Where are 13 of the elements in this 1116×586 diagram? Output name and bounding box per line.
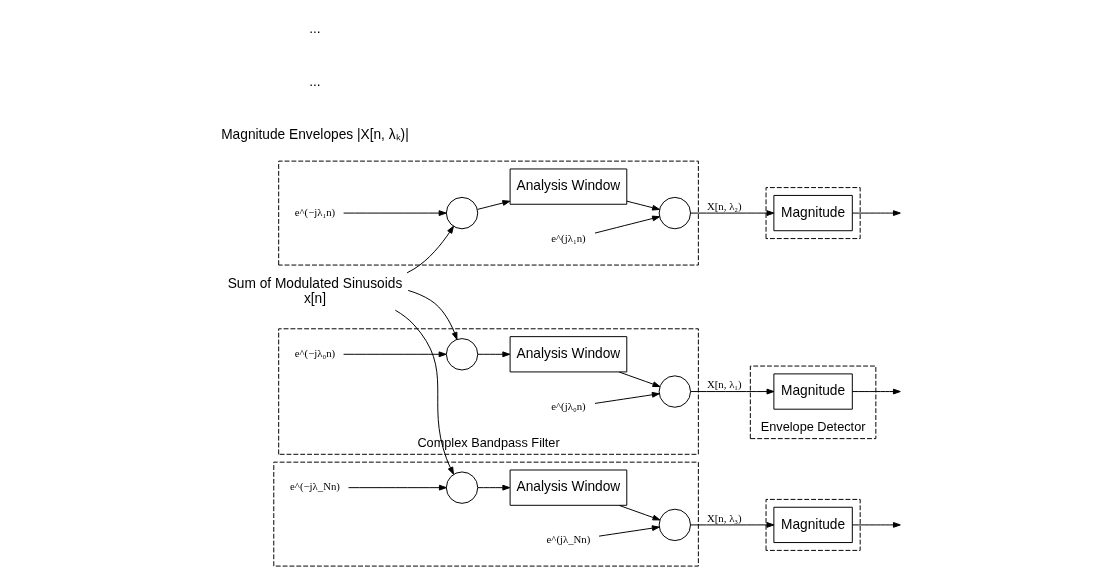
edge-label: X[n, λ₁) — [706, 378, 742, 391]
node-text: e^(−jλ₁n) — [294, 205, 335, 218]
node-text: e^(−jλ₀n) — [294, 347, 335, 360]
edge-label: X[n, λ₃) — [706, 511, 742, 524]
node-text: e^(−jλ_Nn) — [289, 480, 340, 493]
label: Magnitude Envelopes |X[n, λₖ)| — [220, 127, 409, 143]
node-text: Sum of Modulated Sinusoids x[n] — [227, 275, 402, 306]
node-text: e^(jλ₀n) — [550, 399, 586, 412]
label: ... — [308, 74, 321, 90]
label: ... — [308, 21, 321, 37]
node-text: e^(jλ_Nn) — [546, 533, 590, 546]
node-text: e^(jλ₁n) — [550, 232, 586, 245]
edge-label: X[n, λ₂) — [706, 199, 742, 212]
